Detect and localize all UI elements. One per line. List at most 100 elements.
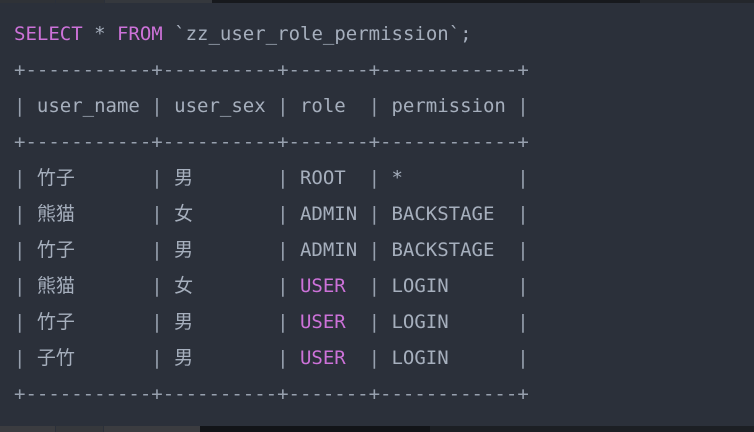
cell-user-sex: |男 — [151, 304, 277, 340]
header-cell-permission: | permission — [369, 88, 518, 124]
column-header-label: permission — [391, 95, 506, 117]
column-divider: | — [151, 203, 163, 225]
cell-role: |ADMIN — [277, 232, 369, 268]
cell-value: 子竹 — [36, 347, 75, 369]
column-divider: | — [151, 167, 163, 189]
cell-value-highlighted: USER — [299, 347, 346, 369]
table-header-row: |user_name |user_sex |role |permission | — [14, 88, 754, 124]
cell-role: | USER — [277, 304, 369, 340]
column-divider: | — [368, 275, 381, 297]
header-cell-user-sex: | user_sex — [151, 88, 277, 124]
column-divider: | — [368, 203, 381, 225]
cell-user-name: | 竹子 — [14, 160, 151, 196]
cell-role: |USER — [277, 268, 369, 304]
cell-value: 熊猫 — [36, 203, 75, 225]
column-divider: | — [368, 311, 381, 333]
cell-value: ADMIN — [299, 203, 358, 225]
cell-value: BACKSTAGE — [391, 203, 495, 225]
header-cell-role: | role — [277, 88, 369, 124]
column-divider: | — [368, 167, 381, 189]
column-divider: | — [277, 311, 289, 333]
column-header-label: user_sex — [174, 95, 266, 117]
cell-value: 男 — [174, 311, 194, 333]
cell-value: 男 — [174, 347, 194, 369]
cell-permission: | BACKSTAGE — [369, 196, 518, 232]
cell-permission: | LOGIN — [369, 268, 518, 304]
column-divider: | — [151, 347, 163, 369]
column-divider: | — [14, 275, 26, 297]
column-divider: | — [517, 239, 529, 261]
column-divider: | — [517, 311, 529, 333]
cell-value: 男 — [174, 167, 194, 189]
column-divider: | — [151, 239, 163, 261]
sql-keyword-from: FROM — [116, 23, 163, 45]
chrome-segment — [640, 0, 754, 3]
cell-user-name: | 竹子 — [14, 304, 151, 340]
table-row: |竹子 |男 |USER |LOGIN | — [14, 304, 754, 340]
table-row: |竹子 |男 |ADMIN |BACKSTAGE | — [14, 232, 754, 268]
chrome-segment — [0, 426, 55, 432]
table-row: |熊猫 |女 |USER |LOGIN | — [14, 268, 754, 304]
column-divider: | — [517, 275, 529, 297]
chrome-segment — [105, 0, 212, 3]
column-header-label: role — [299, 95, 346, 117]
table-border-top: +-----------+----------+-------+--------… — [14, 59, 529, 81]
cell-value: 女 — [174, 203, 194, 225]
cell-value: ROOT — [299, 167, 346, 189]
cell-role: | USER — [277, 340, 369, 376]
chrome-segment — [212, 0, 640, 3]
table-row: |熊猫 |女 |ADMIN |BACKSTAGE | — [14, 196, 754, 232]
cell-permission: |* — [369, 160, 518, 196]
column-divider: | — [14, 95, 26, 117]
sql-query-star: * — [82, 23, 117, 45]
cell-value: 竹子 — [36, 167, 75, 189]
column-divider: | — [517, 95, 529, 117]
cell-user-sex: |男 — [151, 232, 277, 268]
column-divider: | — [14, 203, 26, 225]
cell-user-sex: |男 — [151, 340, 277, 376]
cell-user-name: |竹子 — [14, 232, 151, 268]
cell-permission: | LOGIN — [369, 304, 518, 340]
cell-value: LOGIN — [391, 275, 449, 297]
cell-permission: |BACKSTAGE — [369, 232, 518, 268]
cell-value: LOGIN — [391, 347, 449, 369]
cell-value: * — [391, 167, 403, 189]
column-divider: | — [151, 311, 163, 333]
column-divider: | — [277, 95, 289, 117]
table-border-bottom: +-----------+----------+-------+--------… — [14, 383, 529, 405]
column-divider: | — [368, 95, 381, 117]
cell-user-sex: |女 — [151, 196, 277, 232]
column-divider: | — [517, 203, 529, 225]
column-divider: | — [14, 167, 26, 189]
cell-value-highlighted: USER — [299, 275, 346, 297]
sql-keyword-select: SELECT — [14, 23, 83, 45]
column-divider: | — [517, 167, 529, 189]
column-divider: | — [277, 239, 289, 261]
window-chrome-top — [0, 0, 754, 3]
chrome-segment — [56, 0, 104, 3]
cell-role: | ADMIN — [277, 196, 369, 232]
terminal-output[interactable]: SELECT * FROM `zz_user_role_permission`;… — [0, 3, 754, 426]
cell-value: BACKSTAGE — [391, 239, 495, 261]
chrome-segment — [200, 426, 430, 432]
cell-value: 男 — [174, 239, 194, 261]
cell-user-name: | 熊猫 — [14, 268, 151, 304]
chrome-segment — [56, 426, 103, 432]
table-row: | 竹子 | 男 | ROOT |* | — [14, 160, 754, 196]
column-divider: | — [277, 347, 289, 369]
cell-user-name: | 熊猫 — [14, 196, 151, 232]
column-divider: | — [368, 347, 381, 369]
cell-value-highlighted: USER — [299, 311, 346, 333]
cell-value: 熊猫 — [36, 275, 75, 297]
column-divider: | — [277, 203, 289, 225]
column-divider: | — [151, 275, 163, 297]
window-chrome-bottom — [0, 426, 754, 432]
column-divider: | — [14, 347, 26, 369]
column-divider: | — [14, 311, 26, 333]
cell-value: LOGIN — [391, 311, 449, 333]
cell-value: 竹子 — [36, 311, 75, 333]
cell-user-sex: |女 — [151, 268, 277, 304]
cell-value: 竹子 — [36, 239, 75, 261]
column-divider: | — [151, 95, 163, 117]
